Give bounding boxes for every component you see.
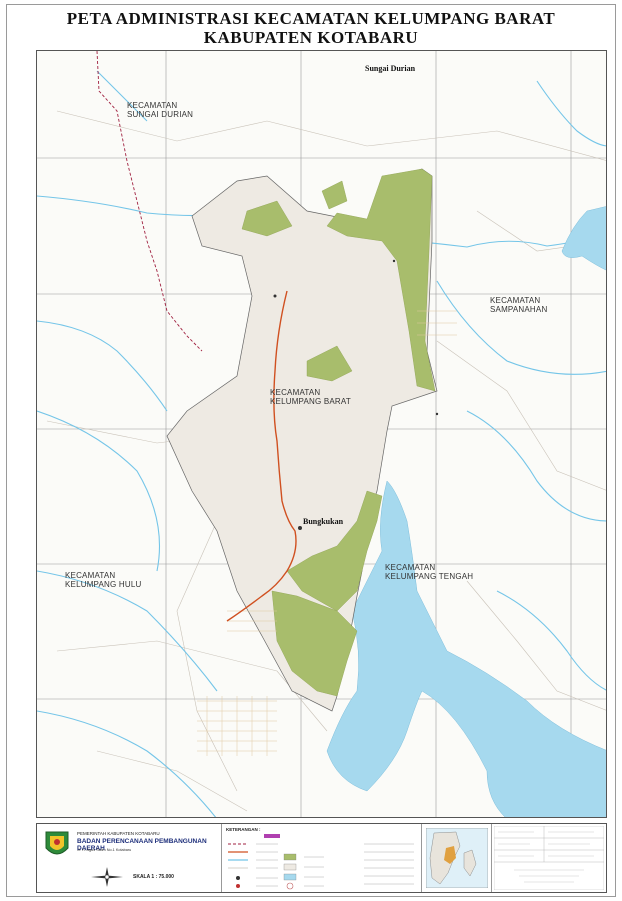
map-canvas	[37, 51, 606, 817]
inset-map-panel	[422, 824, 492, 892]
settlement-points	[273, 259, 439, 530]
town-bungkukan: Bungkukan	[303, 517, 344, 526]
legend-panel: KETERANGAN :	[222, 824, 422, 892]
inset-map	[426, 828, 488, 888]
region-label-sampanahan: KECAMATAN SAMPANAHAN	[490, 296, 548, 314]
agency-address: Jl. H. Agus Salim No.1 Kotabaru	[77, 848, 132, 852]
region-label-kelumpang-barat: KECAMATAN KELUMPANG BARAT	[270, 388, 351, 406]
rivers	[37, 70, 606, 817]
town-sungai-durian: Sungai Durian	[365, 64, 416, 73]
map-info-panel	[492, 824, 606, 892]
map-title-line-2: KABUPATEN KOTABARU	[203, 28, 419, 47]
agency-name: BADAN PERENCANAAN PEMBANGUNAN DAERAH	[77, 838, 207, 852]
main-road	[226, 290, 297, 622]
page-frame	[6, 4, 616, 897]
compass-icon	[91, 867, 123, 887]
map-title-line-1: PETA ADMINISTRASI KECAMATAN KELUMPANG BA…	[66, 9, 556, 28]
legend-title: KETERANGAN :	[226, 827, 261, 832]
region-label-sungai-durian: KECAMATAN SUNGAI DURIAN	[127, 101, 194, 119]
legend-symbols	[228, 834, 414, 890]
government-name: PEMERINTAH KABUPATEN KOTABARU	[77, 831, 160, 836]
info-table	[494, 826, 604, 890]
map-footer: PEMERINTAH KABUPATEN KOTABARU BADAN PERE…	[36, 823, 607, 893]
region-label-kelumpang-hulu: KECAMATAN KELUMPANG HULU	[65, 571, 142, 589]
map-scale: SKALA 1 : 75.000	[133, 874, 174, 880]
agency-panel: PEMERINTAH KABUPATEN KOTABARU BADAN PERE…	[37, 824, 222, 892]
kotabaru-emblem-icon	[45, 831, 69, 855]
field-hatch	[197, 310, 457, 756]
kecamatan-boundary	[96, 51, 203, 352]
map-area[interactable]: Sungai Durian Bungkukan KECAMATAN SUNGAI…	[36, 50, 607, 818]
region-label-kelumpang-tengah: KECAMATAN KELUMPANG TENGAH	[385, 563, 474, 581]
coastal-water	[326, 206, 606, 817]
forest-areas	[241, 168, 436, 697]
